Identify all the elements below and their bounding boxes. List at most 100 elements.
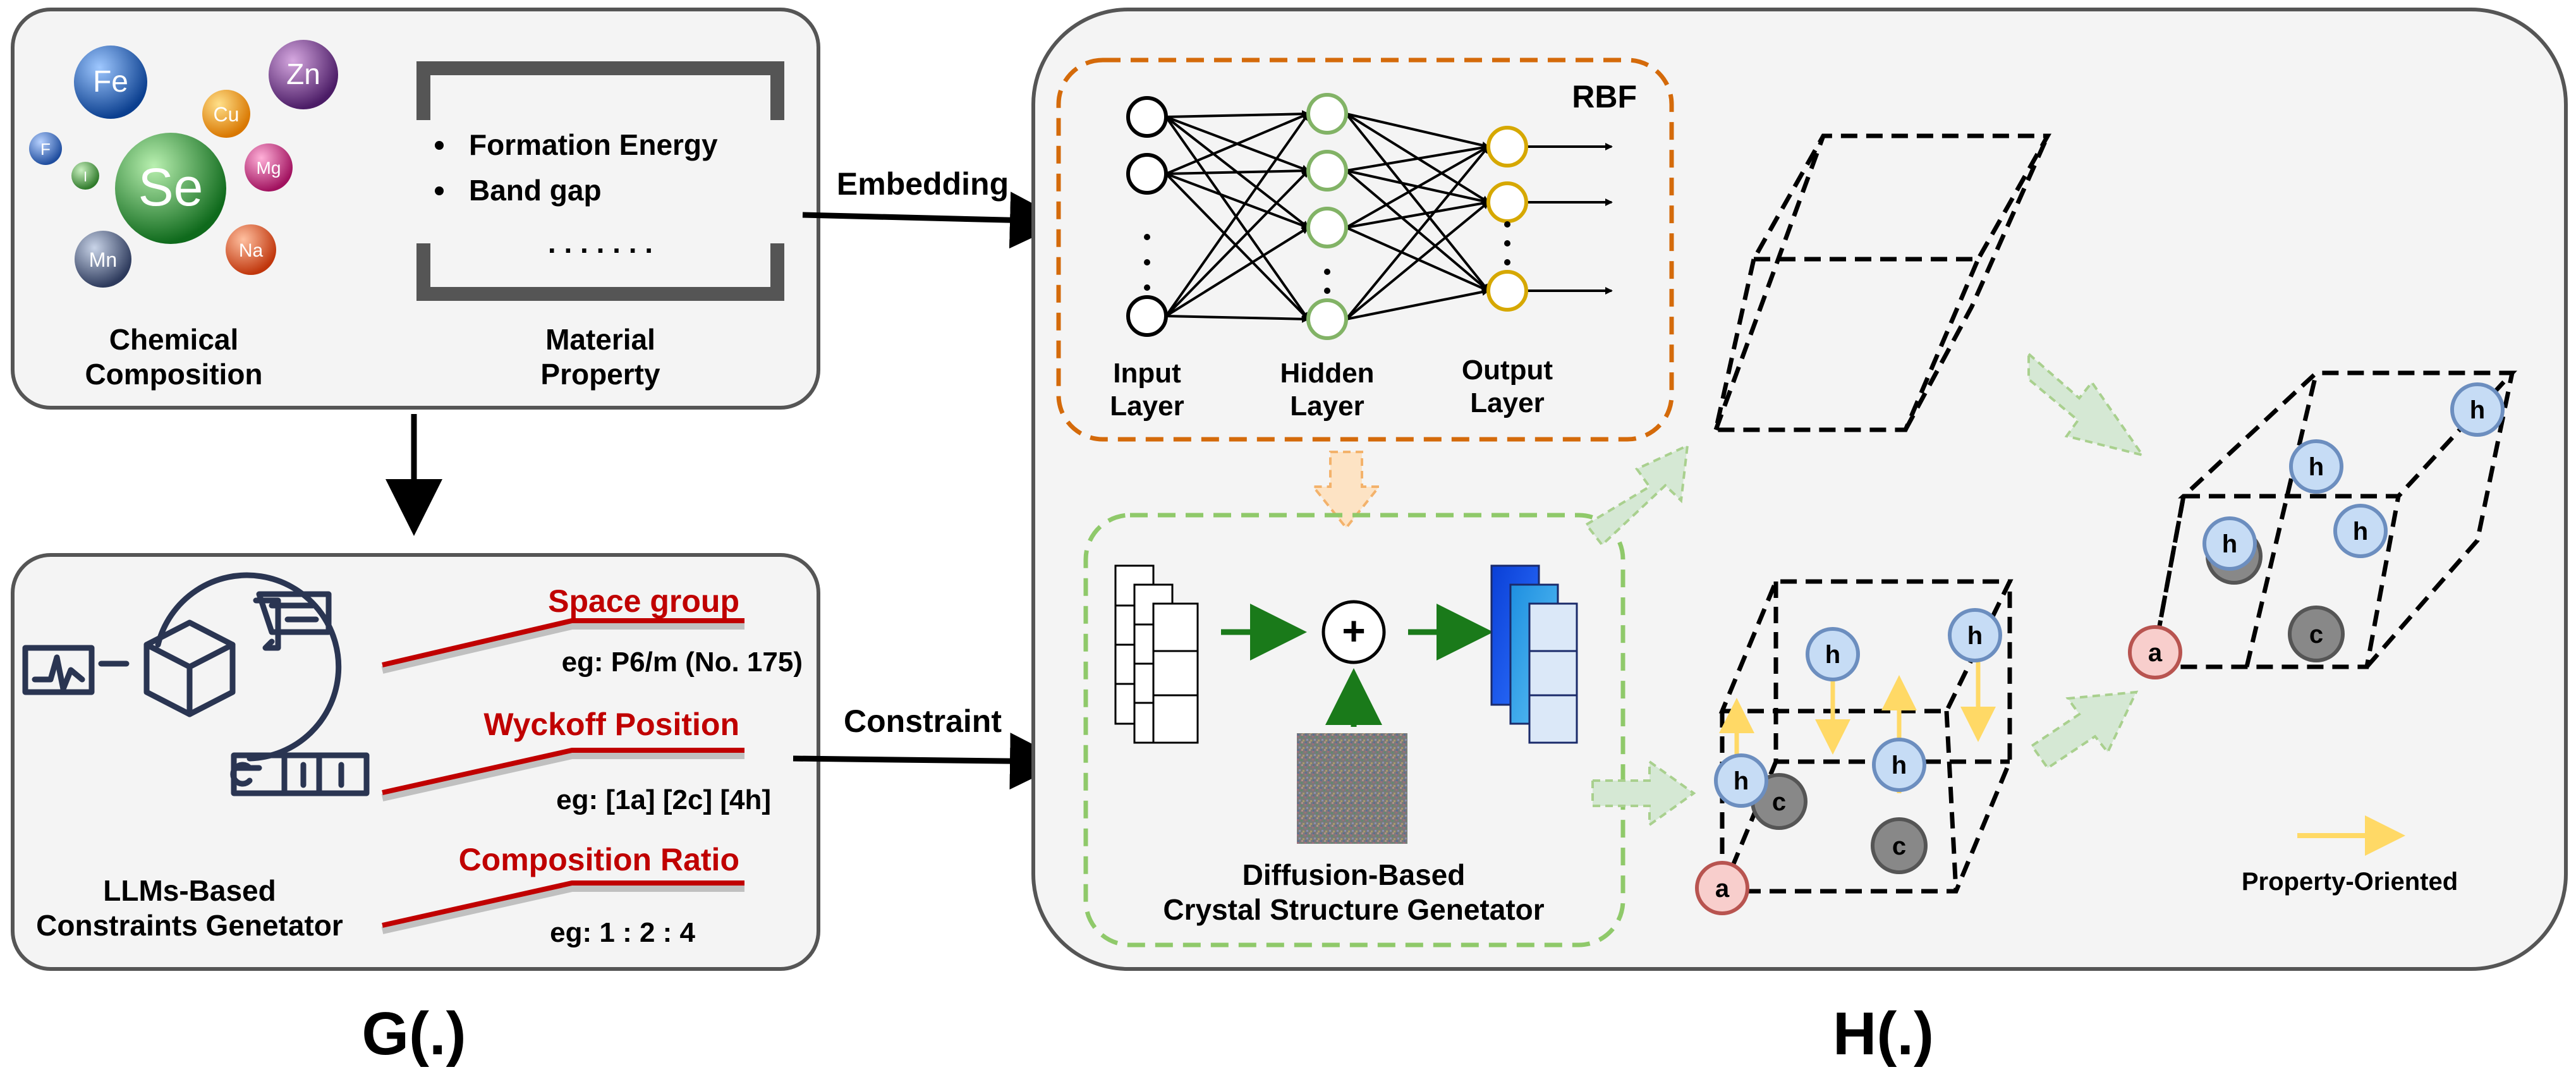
constraint-arrow — [793, 733, 1067, 790]
atom-label: c — [1772, 788, 1786, 816]
ellipsis-dot — [1504, 259, 1510, 265]
element-f: F — [29, 132, 62, 165]
hidden-layer-label-line2: Layer — [1290, 391, 1364, 422]
svg-text:Mn: Mn — [89, 248, 117, 271]
atom-h — [2289, 439, 2343, 494]
atom-label: h — [2222, 530, 2237, 558]
property-label-line2: Property — [540, 358, 660, 391]
green-block-arrow — [2030, 690, 2139, 770]
nn-edge — [1165, 173, 1309, 229]
ellipsis-dot — [1144, 234, 1150, 240]
element-se: Se — [115, 133, 226, 244]
constraint-title-space-group: Space group — [548, 583, 739, 619]
hidden-node — [1306, 93, 1348, 135]
element-fe: Fe — [74, 46, 147, 119]
output-node — [1486, 126, 1528, 167]
element-zn: Zn — [269, 40, 338, 109]
h-function-label: H(.) — [1833, 1000, 1934, 1068]
green-block-arrow — [1584, 443, 1689, 547]
atom-label: h — [1892, 752, 1907, 779]
legend-label: Property-Oriented — [2242, 868, 2458, 896]
g-bottom-panel — [11, 553, 820, 971]
atom-h — [2202, 516, 2257, 571]
nn-edge — [1346, 288, 1490, 320]
constraint-title-composition: Composition Ratio — [459, 842, 739, 877]
rbf-to-diffusion-arrow — [1310, 451, 1382, 530]
nn-edge — [1165, 173, 1309, 320]
property-ellipsis: . . . . . . . — [548, 226, 653, 259]
input-node — [1126, 153, 1168, 195]
input-layer-label-line1: Input — [1113, 358, 1181, 389]
nn-edge — [1346, 113, 1490, 149]
llm-cube-icon — [22, 572, 370, 796]
atom-c — [1871, 817, 1928, 874]
constraint-example: eg: 1 : 2 : 4 — [550, 917, 695, 948]
diffusion-label-line1: Diffusion-Based — [1242, 858, 1466, 891]
nn-edge — [1345, 201, 1490, 320]
nn-edge — [1345, 169, 1490, 292]
nn-edge — [1346, 143, 1490, 172]
embedding-arrow — [802, 192, 1067, 249]
nn-edge — [1165, 113, 1309, 317]
constraint-example: eg: P6/m (No. 175) — [562, 647, 803, 678]
chem-label-line2: Composition — [85, 358, 262, 391]
constraint-label: Constraint — [844, 703, 1002, 739]
atom-label: c — [1892, 832, 1906, 860]
svg-text:F: F — [40, 140, 51, 159]
output-node — [1486, 270, 1528, 312]
atom-h — [1948, 608, 2002, 662]
svg-text:Na: Na — [239, 240, 264, 261]
constraint-title-wyckoff: Wyckoff Position — [483, 707, 739, 742]
nn-edge — [1165, 116, 1309, 320]
atom-label: h — [1734, 767, 1749, 795]
element-mn: Mn — [75, 231, 131, 288]
nn-edge — [1346, 145, 1490, 229]
constraint-example: eg: [1a] [2c] [4h] — [556, 784, 771, 815]
atom-h — [1872, 738, 1926, 792]
output-node — [1486, 181, 1528, 223]
chem-label-line1: Chemical — [109, 323, 239, 356]
ellipsis-dot — [1324, 288, 1330, 294]
plus-node — [1321, 600, 1386, 664]
ellipsis-dot — [1144, 284, 1150, 291]
nn-edge — [1345, 145, 1490, 320]
atom-a — [2128, 625, 2182, 679]
output-layer-label-line2: Layer — [1470, 387, 1544, 418]
ellipsis-dot — [1324, 269, 1330, 275]
input-node — [1126, 295, 1168, 337]
svg-text:I: I — [83, 169, 87, 185]
green-block-arrow — [1591, 759, 1696, 827]
g-function-label: G(.) — [361, 1000, 466, 1068]
nn-edge — [1165, 226, 1309, 317]
svg-text:Zn: Zn — [286, 58, 320, 90]
output-feature-stack — [1490, 564, 1578, 744]
input-node — [1126, 96, 1168, 138]
hidden-node — [1306, 298, 1348, 340]
atom-h — [2450, 382, 2505, 437]
atom-h — [2333, 504, 2388, 558]
output-layer-label-line1: Output — [1462, 355, 1553, 386]
ellipsis-dot — [1144, 259, 1150, 265]
nn-edge — [1165, 113, 1309, 175]
llm-label-line1: LLMs-Based — [103, 874, 276, 907]
input-feature-stack — [1114, 564, 1199, 744]
atom-label: h — [1825, 641, 1840, 669]
noise-image — [1297, 733, 1407, 844]
atom-c — [2288, 606, 2345, 662]
property-item: Formation Energy — [469, 128, 718, 161]
empty-lattice — [1713, 133, 2051, 432]
hidden-node — [1306, 207, 1348, 248]
svg-text:Cu: Cu — [214, 103, 240, 126]
atom-label: h — [2470, 396, 2485, 424]
bullet-icon — [435, 141, 444, 150]
atom-label: h — [1967, 622, 1983, 650]
hidden-node — [1306, 150, 1348, 192]
element-na: Na — [226, 224, 276, 275]
atom-a — [1695, 861, 1749, 915]
element-mg: Mg — [245, 143, 293, 192]
nn-edge — [1165, 167, 1309, 175]
plus-icon: + — [1342, 608, 1365, 654]
ellipsis-dot — [1504, 221, 1510, 228]
atom-label: a — [2148, 639, 2163, 667]
